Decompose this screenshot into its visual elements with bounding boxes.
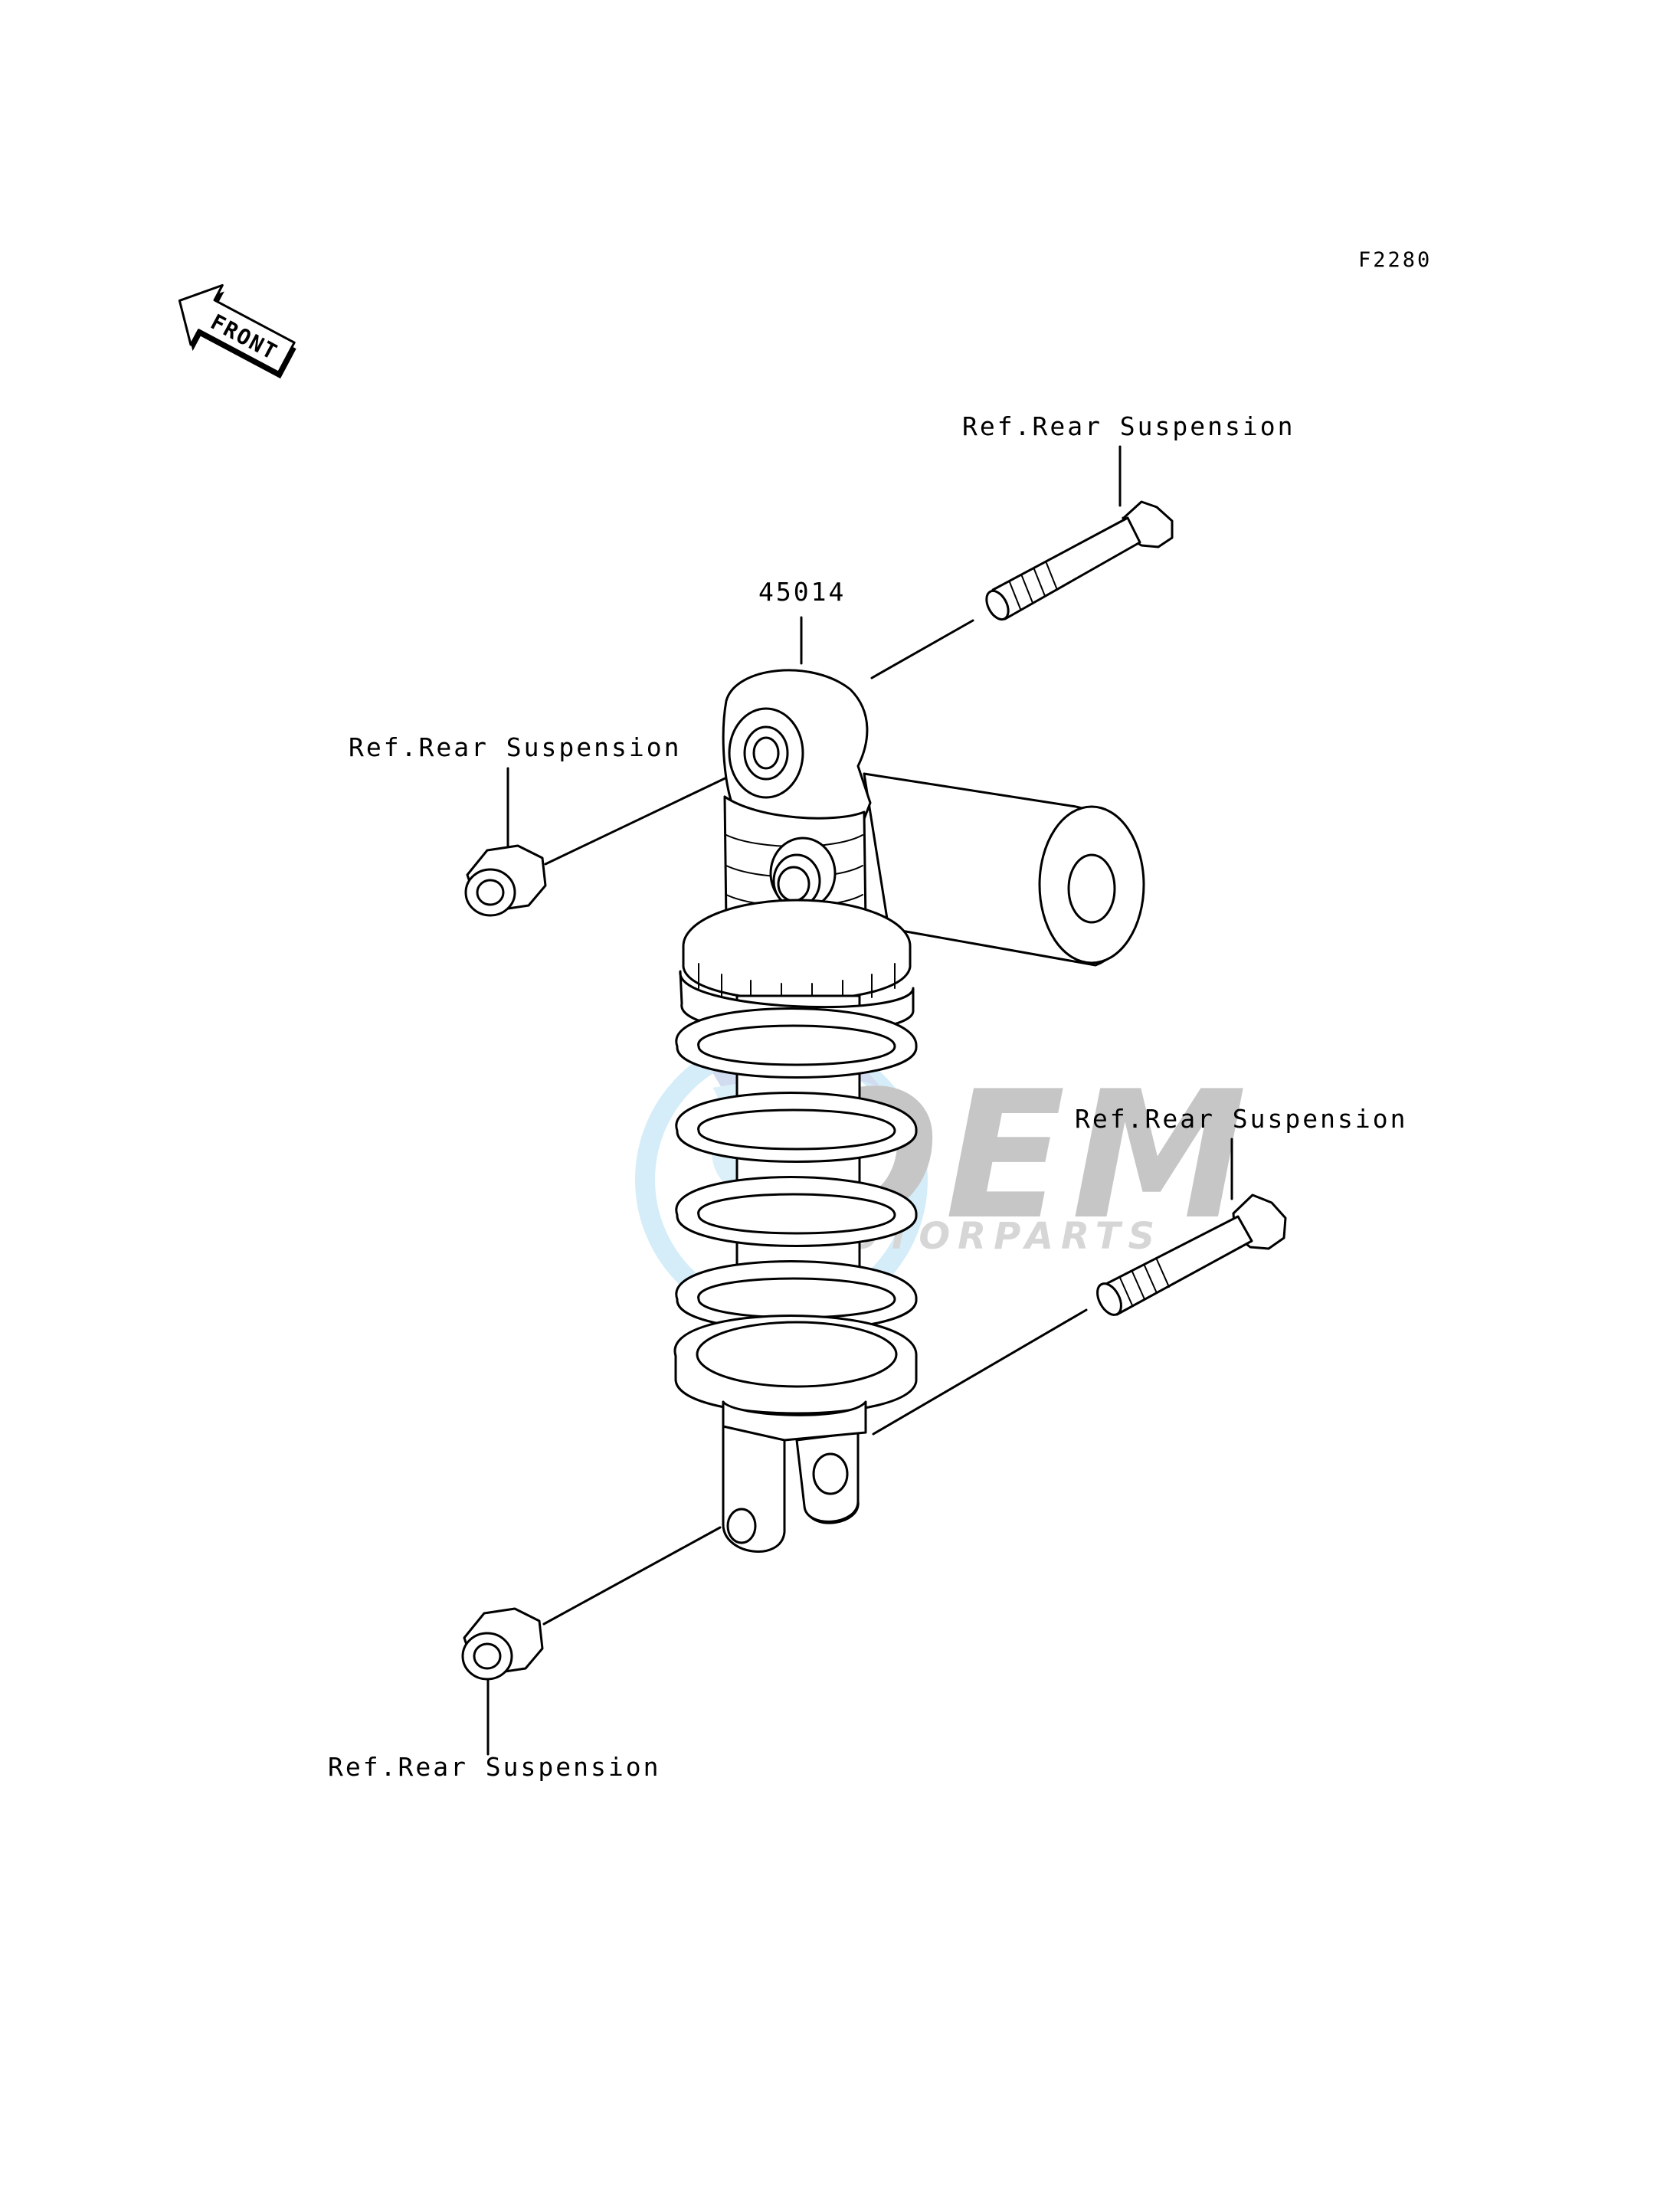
callout-lower-left-nut: Ref.Rear Suspension <box>328 1752 661 1782</box>
top-right-bolt <box>985 500 1174 621</box>
part-number-label: 45014 <box>758 577 846 607</box>
assembly-line-top-bolt <box>870 619 974 679</box>
front-arrow-icon: FRONT <box>178 283 296 379</box>
callout-lower-right-bolt: Ref.Rear Suspension <box>1075 1104 1408 1134</box>
callout-top-right-bolt: Ref.Rear Suspension <box>962 411 1295 441</box>
assembly-line-upper-nut <box>544 765 752 866</box>
assembly-line-lower-nut <box>542 1526 722 1626</box>
callout-upper-left-nut: Ref.Rear Suspension <box>349 732 682 762</box>
assembly-line-lower-bolt <box>872 1308 1088 1436</box>
lower-right-bolt <box>1096 1193 1287 1316</box>
lower-left-flange-nut <box>461 1607 544 1681</box>
upper-left-flange-nut <box>464 844 547 917</box>
diagram-code: F2280 <box>1358 248 1432 272</box>
shock-absorber-45014 <box>673 669 1145 1553</box>
